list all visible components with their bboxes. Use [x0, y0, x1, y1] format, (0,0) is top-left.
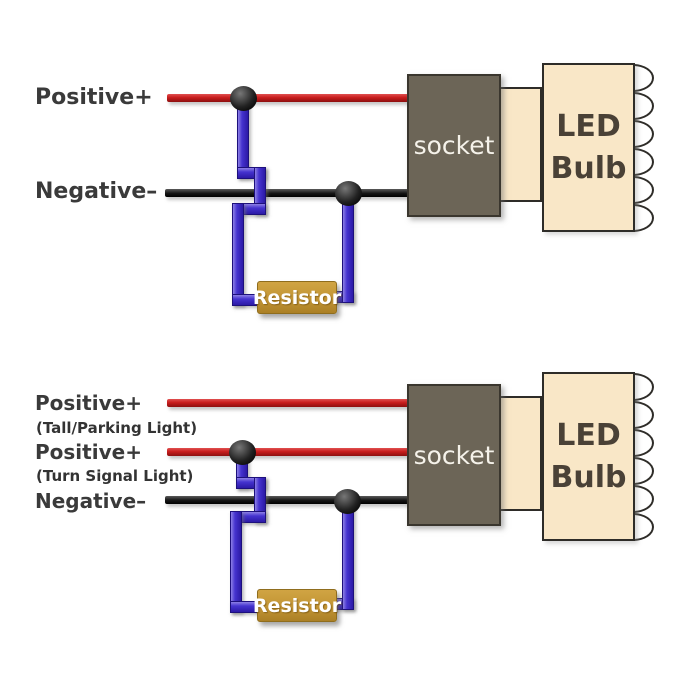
- label-negative: Negative –: [35, 489, 146, 513]
- minus-sign: –: [146, 179, 158, 204]
- label-turn-signal-sub: (Turn Signal Light): [36, 467, 194, 485]
- led-bulb-label-line1: LED: [556, 108, 621, 144]
- label-positive-tail-text: Positive: [35, 391, 126, 415]
- label-positive-tail: Positive +: [35, 391, 142, 415]
- led-bulb-label-line2: Bulb: [550, 459, 627, 495]
- led-bulb-label-line1: LED: [556, 417, 621, 453]
- led-dome: [633, 92, 654, 120]
- label-positive-turn-text: Positive: [35, 440, 126, 464]
- resistor-label: Resistor: [252, 286, 342, 309]
- tail-positive-wire: [167, 399, 412, 407]
- led-dome: [633, 64, 654, 92]
- label-positive-turn: Positive +: [35, 440, 142, 464]
- plus-sign: +: [134, 85, 153, 110]
- bulb-base: [499, 396, 542, 511]
- junction-dot-turn-positive: [229, 440, 256, 465]
- socket-label: socket: [413, 131, 495, 160]
- led-dome: [633, 429, 654, 457]
- label-positive-text: Positive: [35, 85, 135, 110]
- plus-sign: +: [125, 391, 142, 415]
- junction-dot-positive: [230, 86, 257, 111]
- led-dome: [633, 204, 654, 232]
- led-bulb-box: LED Bulb: [542, 63, 635, 232]
- junction-dot-negative: [334, 489, 361, 514]
- resistor-wire-right-leg: [342, 504, 354, 610]
- label-negative-text: Negative: [35, 489, 137, 513]
- junction-dot-negative: [335, 181, 362, 206]
- resistor-box: Resistor: [253, 589, 341, 622]
- socket-label: socket: [413, 440, 495, 470]
- led-dome: [633, 373, 654, 401]
- label-tail-parking-sub: (Tall/Parking Light): [36, 419, 198, 437]
- led-dome: [633, 176, 654, 204]
- led-dome: [633, 120, 654, 148]
- negative-wire: [165, 189, 412, 197]
- plus-sign: +: [125, 440, 142, 464]
- resistor-wire-left-leg: [232, 203, 244, 306]
- resistor-label: Resistor: [252, 594, 342, 617]
- label-negative: Negative –: [35, 179, 157, 205]
- led-bulb-box: LED Bulb: [542, 372, 635, 541]
- led-dome: [633, 485, 654, 513]
- resistor-wire-left-leg: [230, 511, 242, 613]
- led-dome: [633, 513, 654, 541]
- led-dome: [633, 457, 654, 485]
- label-positive: Positive +: [35, 85, 153, 111]
- resistor-box: Resistor: [253, 281, 341, 314]
- minus-sign: –: [136, 489, 147, 513]
- label-negative-text: Negative: [35, 179, 147, 204]
- led-dome: [633, 401, 654, 429]
- positive-wire: [167, 94, 412, 102]
- turn-positive-wire: [167, 448, 412, 456]
- socket-box: socket: [407, 74, 501, 217]
- socket-box: socket: [407, 384, 501, 526]
- led-dome: [633, 148, 654, 176]
- negative-wire: [165, 496, 412, 504]
- bulb-base: [499, 87, 542, 202]
- resistor-wire-right-leg: [342, 196, 354, 303]
- led-bulb-label-line2: Bulb: [550, 150, 627, 186]
